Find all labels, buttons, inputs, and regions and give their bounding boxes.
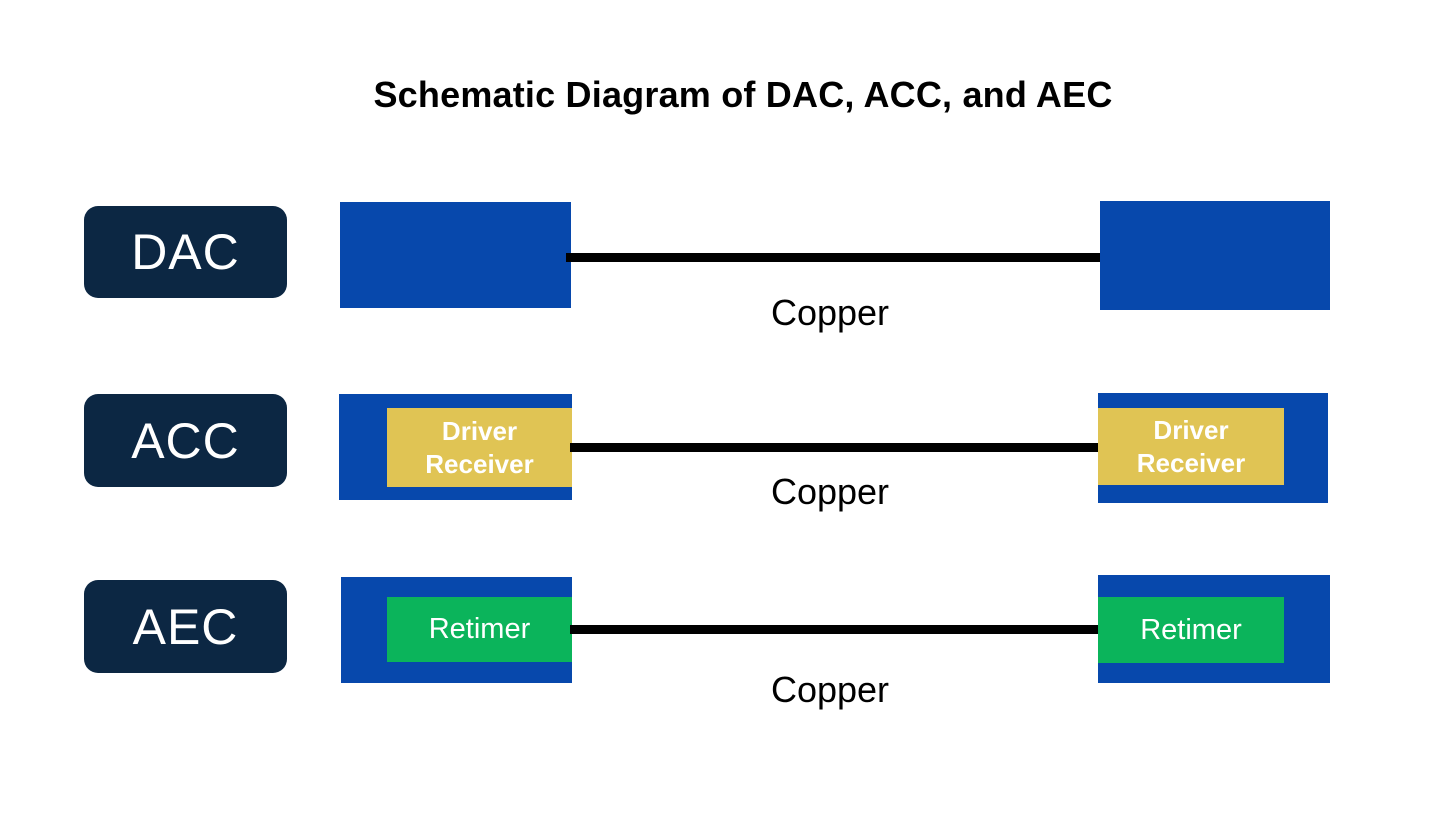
- acc-cable-label: Copper: [770, 471, 890, 512]
- diagram-title: Schematic Diagram of DAC, ACC, and AEC: [373, 74, 1113, 115]
- acc-copper-cable-line: [570, 443, 1105, 452]
- receiver-label: Receiver: [425, 448, 534, 479]
- row-label-acc-text: ACC: [131, 412, 240, 469]
- dac-cable-label: Copper: [770, 292, 890, 333]
- dac-copper-cable-line: [566, 253, 1106, 262]
- driver-label: Driver: [1153, 414, 1229, 445]
- receiver-label: Receiver: [1136, 447, 1246, 478]
- aec-cable-label: Copper: [770, 669, 890, 710]
- row-label-dac: DAC: [84, 206, 287, 298]
- row-label-dac-text: DAC: [131, 224, 240, 280]
- acc-right-driver-receiver-module: Driver Receiver: [1098, 408, 1284, 485]
- dac-left-connector: [340, 202, 571, 308]
- row-label-aec-text: AEC: [132, 598, 239, 655]
- aec-copper-cable-line: [570, 625, 1106, 634]
- driver-label: Driver: [441, 415, 518, 446]
- acc-left-driver-receiver-module: Driver Receiver: [387, 408, 572, 487]
- dac-right-connector: [1100, 201, 1330, 310]
- aec-left-retimer-module: Retimer: [387, 597, 572, 662]
- row-label-acc: ACC: [84, 394, 287, 487]
- row-label-aec: AEC: [84, 580, 287, 673]
- retimer-label: Retimer: [428, 613, 531, 645]
- retimer-label: Retimer: [1140, 613, 1242, 646]
- aec-right-retimer-module: Retimer: [1098, 597, 1284, 663]
